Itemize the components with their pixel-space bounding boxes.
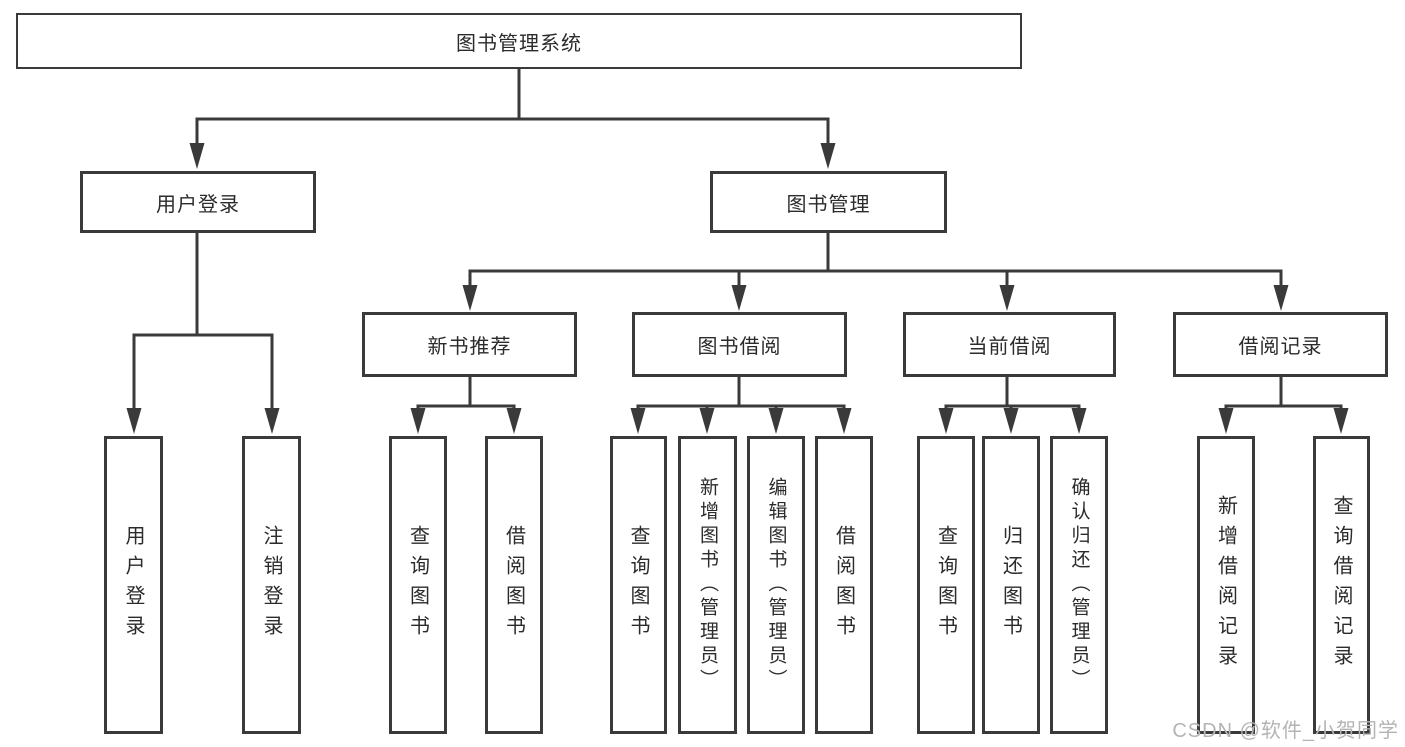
node-book-management: 图书管理	[710, 171, 947, 233]
node-book-borrow: 图书借阅	[632, 312, 847, 377]
leaf-query-borrow-record: 查询借阅记录	[1313, 436, 1370, 734]
node-label: 用户登录	[156, 193, 240, 216]
csdn-watermark: CSDN @软件_小贺同学	[1172, 720, 1399, 742]
node-label: 借阅记录	[1238, 336, 1323, 358]
leaf-add-borrow-record: 新增借阅记录	[1197, 436, 1255, 734]
leaf-user-login: 用户登录	[104, 436, 163, 734]
node-label: 当前借阅	[967, 336, 1052, 358]
leaf-label: 注销登录	[260, 525, 282, 645]
leaf-query-books-borrow: 查询图书	[610, 436, 667, 734]
node-label: 新书推荐	[427, 336, 512, 358]
node-label: 图书管理系统	[456, 32, 582, 55]
leaf-confirm-return-admin: 确认归还（管理员）	[1050, 436, 1108, 734]
node-label: 图书管理	[786, 193, 871, 216]
leaf-label: 借阅图书	[832, 525, 855, 645]
node-user-login: 用户登录	[80, 171, 316, 233]
leaf-query-books-current: 查询图书	[917, 436, 975, 734]
leaf-label: 查询图书	[406, 525, 429, 645]
leaf-borrow-books: 借阅图书	[815, 436, 873, 734]
leaf-label: 借阅图书	[502, 525, 525, 645]
leaf-label: 查询图书	[627, 525, 649, 645]
node-label: 图书借阅	[697, 336, 782, 358]
leaf-edit-books-admin: 编辑图书（管理员）	[747, 436, 805, 734]
node-new-book-recommend: 新书推荐	[362, 312, 577, 377]
node-library-management-system: 图书管理系统	[16, 13, 1022, 69]
leaf-label: 新增图书（管理员）	[697, 477, 718, 693]
leaf-query-books-recommend: 查询图书	[389, 436, 447, 734]
leaf-label: 新增借阅记录	[1214, 495, 1237, 675]
leaf-label: 查询图书	[934, 525, 957, 645]
arrowheads	[126, 143, 1349, 434]
leaf-label: 查询借阅记录	[1330, 495, 1352, 675]
leaf-logout-login: 注销登录	[242, 436, 301, 734]
leaf-label: 确认归还（管理员）	[1068, 477, 1090, 693]
node-borrow-records: 借阅记录	[1173, 312, 1388, 377]
node-current-borrow: 当前借阅	[903, 312, 1116, 377]
leaf-label: 用户登录	[122, 525, 144, 645]
leaf-add-books-admin: 新增图书（管理员）	[678, 436, 737, 734]
leaf-return-books: 归还图书	[982, 436, 1040, 734]
leaf-label: 归还图书	[999, 525, 1022, 645]
leaf-label: 编辑图书（管理员）	[765, 477, 787, 693]
leaf-borrow-books-recommend: 借阅图书	[485, 436, 543, 734]
